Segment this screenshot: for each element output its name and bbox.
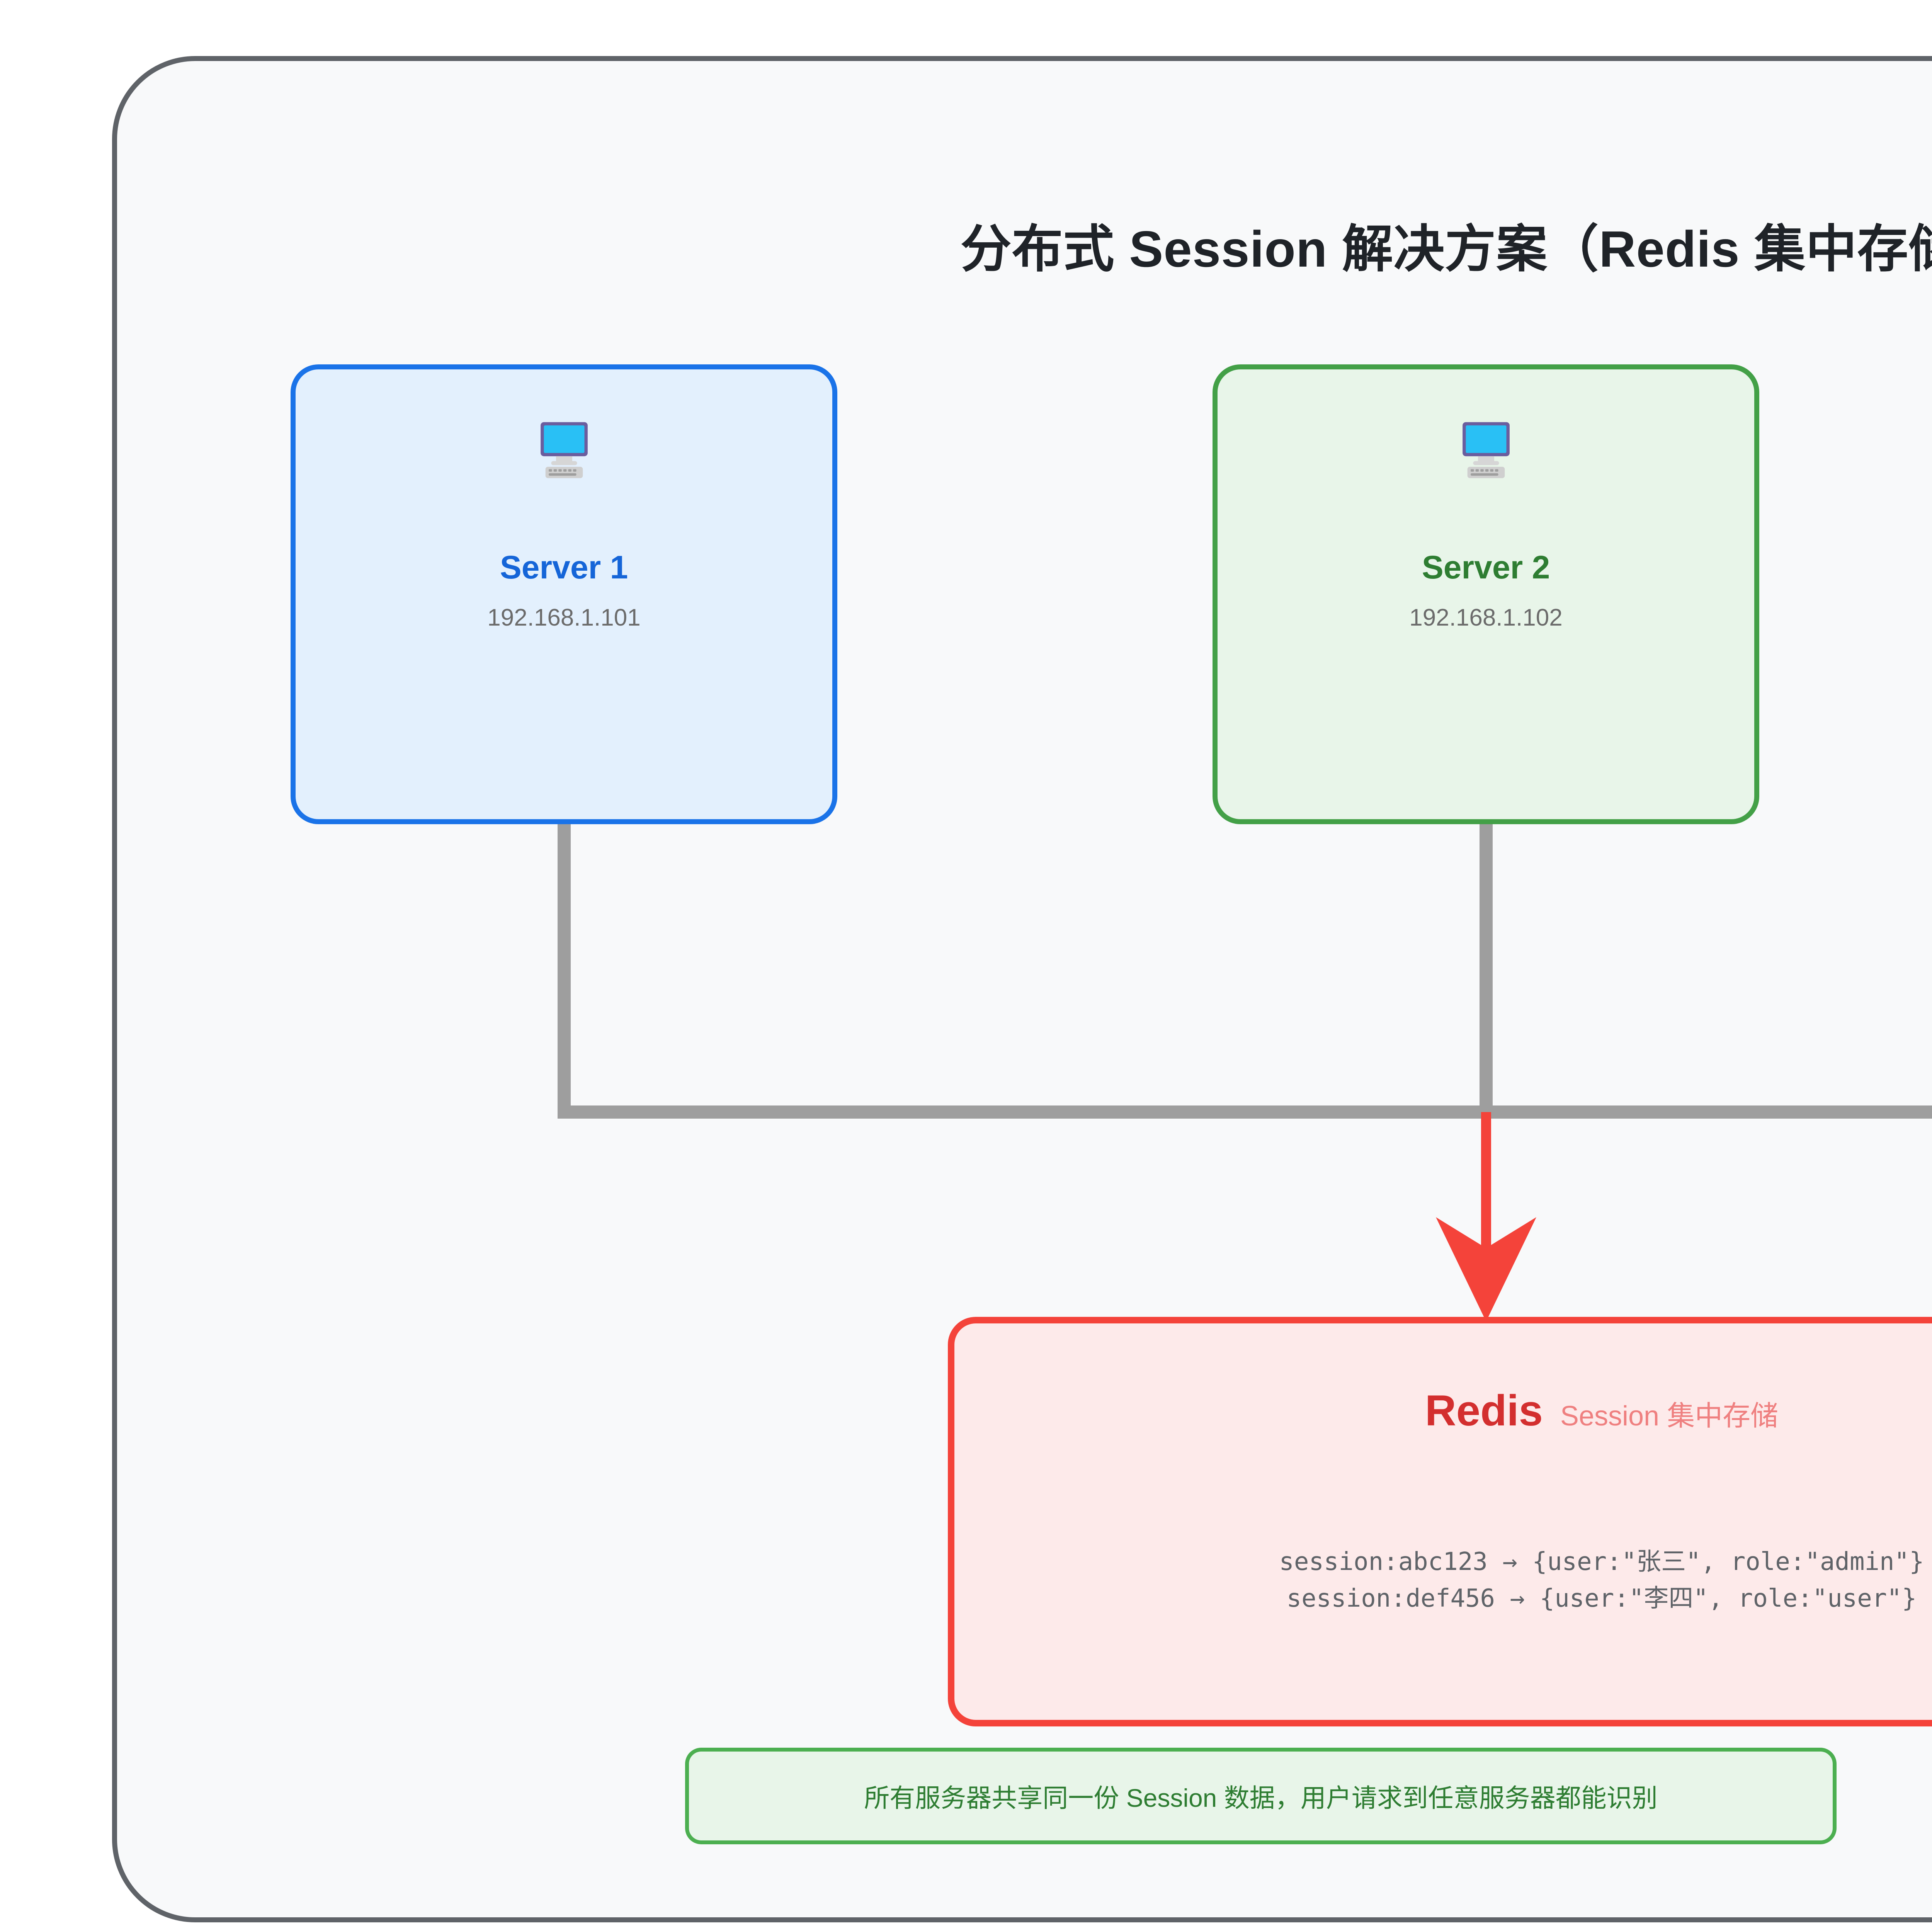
redis-name: Redis [1425,1386,1543,1435]
server-name: Server 2 [1422,549,1550,585]
server-card-1[interactable]: Server 1 192.168.1.101 [291,364,837,824]
server-ip: 192.168.1.102 [1409,604,1563,631]
redis-entry: session:abc123 → {user:"张三", role:"admin… [1279,1548,1924,1576]
redis-heading: Redis Session 集中存储 [954,1389,1932,1432]
redis-entry: session:def456 → {user:"李四", role:"user"… [1286,1584,1917,1613]
server-ip: 192.168.1.101 [487,604,641,631]
desktop-computer-icon [1462,422,1510,478]
server-card-2[interactable]: Server 2 192.168.1.102 [1213,364,1759,824]
redis-entry-list: session:abc123 → {user:"张三", role:"admin… [954,1544,1932,1617]
diagram-frame: 分布式 Session 解决方案（Redis 集中存储） Serve [112,56,1932,1922]
redis-arrow-head [1436,1217,1536,1321]
page-title: 分布式 Session 解决方案（Redis 集中存储） [960,221,1932,277]
footer-note: 所有服务器共享同一份 Session 数据，用户请求到任意服务器都能识别 [685,1748,1837,1844]
footer-note-text: 所有服务器共享同一份 Session 数据，用户请求到任意服务器都能识别 [864,1784,1658,1812]
server-name: Server 1 [500,549,628,585]
redis-subtitle: Session 集中存储 [1560,1401,1779,1432]
redis-card[interactable]: Redis Session 集中存储 session:abc123 → {user… [948,1317,1932,1726]
desktop-computer-icon [540,422,588,478]
